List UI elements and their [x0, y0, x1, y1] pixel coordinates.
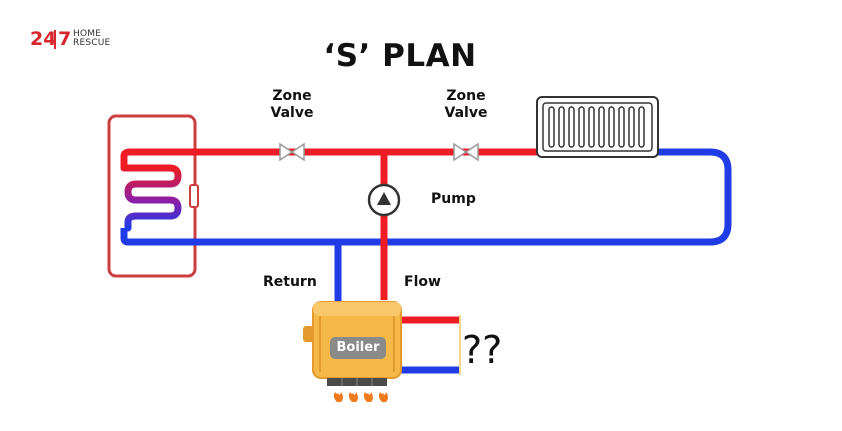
zone-valve-2-label: Zone Valve — [436, 88, 496, 122]
unknown-connection-label: ?? — [462, 328, 503, 372]
pump-icon — [367, 183, 401, 217]
flow-pipework — [120, 148, 538, 324]
logo-number-right: 7 — [58, 28, 72, 50]
logo-line-1: HOME — [73, 29, 102, 39]
diagram-title: ‘S’ PLAN — [323, 38, 477, 74]
coil-icon — [120, 164, 182, 232]
boiler-icon — [303, 301, 402, 386]
boiler-label: Boiler — [336, 340, 380, 355]
zone-valve-icon — [453, 142, 479, 162]
cylinder-icon — [107, 114, 199, 278]
return-label: Return — [263, 274, 317, 290]
logo-line-2: RESCUE — [73, 38, 111, 48]
zone-valve-icon — [279, 142, 305, 162]
flame-icon — [333, 392, 388, 402]
flow-label: Flow — [404, 274, 441, 290]
pump-label: Pump — [431, 191, 476, 207]
zone-valve-1-label-line-1: Zone — [272, 88, 312, 104]
return-pipework — [120, 148, 732, 374]
zone-valve-2-label-line-1: Zone — [446, 88, 486, 104]
radiator-icon — [536, 96, 659, 158]
zone-valve-1-label: Zone Valve — [262, 88, 322, 122]
logo-number-left: 24 — [30, 28, 57, 50]
zone-valve-1-label-line-2: Valve — [270, 105, 314, 121]
logo-divider — [54, 30, 56, 49]
zone-valve-2-label-line-2: Valve — [444, 105, 488, 121]
